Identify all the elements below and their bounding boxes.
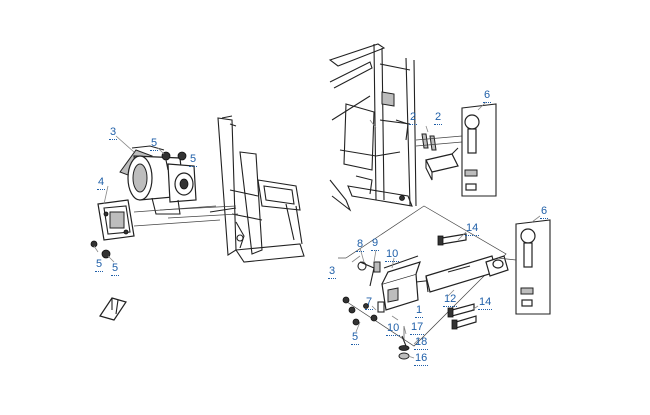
callout-17-nut[interactable]: 17 <box>410 321 425 335</box>
fastener-drawings-left <box>90 151 187 259</box>
callout-5-winch-nut[interactable]: 5 <box>189 153 198 167</box>
callout-3-hitch-assembly[interactable]: 3 <box>328 265 337 279</box>
callout-9-clip[interactable]: 9 <box>371 237 380 251</box>
hitch-pin-and-clip-drawing <box>342 261 410 360</box>
callout-10-spacer-top[interactable]: 10 <box>385 248 400 262</box>
callout-4-mounting-plate[interactable]: 4 <box>97 176 106 190</box>
callout-12-hitch-tube[interactable]: 12 <box>443 293 458 307</box>
callout-16-nut[interactable]: 16 <box>414 352 429 366</box>
rear-frame-drawing <box>328 43 417 212</box>
callout-18-washer[interactable]: 18 <box>414 336 429 350</box>
small-bracket-drawing <box>99 297 127 321</box>
callout-3-winch[interactable]: 3 <box>109 126 118 140</box>
winch-drawing <box>119 145 197 215</box>
hitch-assembly-outline <box>338 205 507 347</box>
callout-8-pin[interactable]: 8 <box>356 238 365 252</box>
tow-ball-top-drawing <box>461 103 497 197</box>
hitch-tube-drawing <box>425 255 509 293</box>
bolts-drawing <box>437 233 477 330</box>
callout-14-bolt-bottom[interactable]: 14 <box>478 296 493 310</box>
front-frame-drawing <box>159 115 305 263</box>
callout-2-bolt-a[interactable]: 2 <box>409 111 418 125</box>
callout-6-tow-ball-top[interactable]: 6 <box>483 89 492 103</box>
hitch-bracket-drawing <box>381 255 435 311</box>
callout-5-plate-nut[interactable]: 5 <box>111 262 120 276</box>
hitch-receiver-top-drawing <box>415 133 463 181</box>
callout-14-bolt-top[interactable]: 14 <box>465 222 480 236</box>
callout-5-winch-bolt[interactable]: 5 <box>150 137 159 151</box>
tow-ball-right-drawing <box>497 219 551 315</box>
callout-5-plate-bolt[interactable]: 5 <box>95 258 104 272</box>
callout-2-bolt-b[interactable]: 2 <box>434 111 443 125</box>
callout-1-hitch-bracket[interactable]: 1 <box>415 304 424 318</box>
callout-5-hitch-nuts[interactable]: 5 <box>351 331 360 345</box>
callout-10-spacer-bottom[interactable]: 10 <box>386 322 401 336</box>
mounting-plate-drawing <box>97 199 221 241</box>
callout-6-tow-ball-right[interactable]: 6 <box>540 205 549 219</box>
callout-7-washer[interactable]: 7 <box>365 296 374 310</box>
